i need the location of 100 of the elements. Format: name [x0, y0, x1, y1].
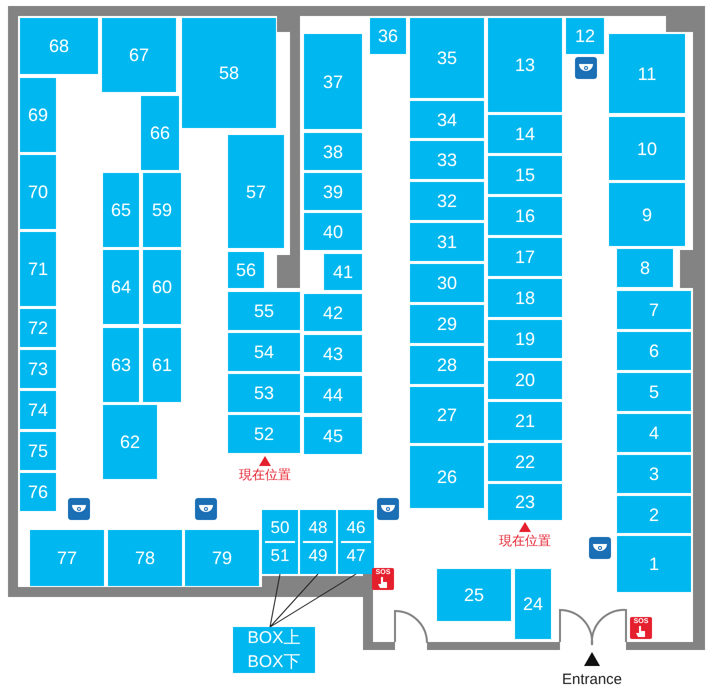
locker-number: 8 [640, 257, 650, 279]
locker-box [20, 473, 56, 511]
locker-box [103, 173, 139, 247]
locker-box [609, 183, 685, 246]
locker-box [143, 173, 181, 247]
key-text: BOX下 [248, 651, 300, 673]
locker-number: 62 [120, 431, 140, 453]
locker-number: 14 [514, 123, 536, 145]
locker-number: 17 [514, 246, 536, 268]
locker-number: 78 [134, 547, 156, 569]
locker-box [304, 34, 362, 129]
locker-number: 68 [48, 35, 70, 57]
locker-number: 7 [648, 299, 659, 321]
locker-number: 19 [514, 328, 536, 350]
locker-box [410, 305, 484, 343]
locker-number: 65 [110, 199, 132, 221]
locker-number: 48 [308, 517, 328, 539]
locker-box [566, 18, 604, 54]
locker-number: 43 [322, 342, 344, 364]
locker-number: 47 [346, 545, 366, 567]
locker-number: 75 [28, 440, 48, 462]
locker-box [143, 328, 181, 402]
locker-box [20, 232, 56, 306]
locker-number: 74 [28, 399, 48, 421]
locker-number: 30 [436, 272, 458, 294]
locker-number: 34 [436, 108, 458, 130]
locker-number: 39 [322, 180, 344, 202]
locker-box [609, 34, 685, 113]
locker-box [488, 443, 562, 481]
locker-number: 56 [236, 259, 256, 281]
locker-box [488, 238, 562, 276]
locker-number: 11 [638, 62, 656, 84]
locker-box [103, 250, 139, 324]
locker-box [228, 252, 264, 288]
locker-box [617, 332, 691, 370]
locker-number: 1 [648, 553, 659, 575]
locker-number: 70 [28, 181, 48, 203]
locker-box [143, 250, 181, 324]
locker-box [20, 309, 56, 347]
locker-box [488, 279, 562, 317]
locker-box [108, 530, 182, 586]
locker-box [30, 530, 104, 586]
locker-box [370, 18, 406, 54]
current-location-label: 現在位置 [499, 533, 551, 549]
locker-box [304, 294, 362, 331]
locker-number: 76 [28, 481, 48, 503]
locker-box [20, 18, 98, 74]
locker-number: 60 [152, 276, 172, 298]
locker-box [304, 335, 362, 372]
locker-box [488, 402, 562, 440]
locker-box [488, 361, 562, 399]
locker-number: 40 [322, 220, 344, 242]
locker-number: 42 [322, 302, 344, 324]
locker-box [410, 182, 484, 220]
locker-number: 31 [436, 231, 458, 253]
current-location-label: 現在位置 [239, 467, 291, 483]
locker-box [228, 292, 300, 330]
locker-box [304, 417, 362, 454]
locker-box [488, 320, 562, 358]
locker-number: 2 [648, 504, 659, 526]
locker-box [300, 510, 336, 574]
leader-line [270, 574, 318, 628]
locker-box [617, 373, 691, 411]
locker-number: 12 [574, 25, 596, 47]
locker-box [515, 569, 551, 639]
locker-number: 4 [648, 422, 659, 444]
locker-box [410, 387, 484, 443]
entrance-label: Entrance [562, 671, 622, 689]
key-text: BOX上 [248, 627, 300, 649]
locker-number: 27 [436, 404, 458, 426]
locker-box [410, 18, 484, 98]
locker-box [410, 223, 484, 261]
locker-number: 63 [110, 354, 132, 376]
locker-box [324, 254, 362, 290]
locker-box [410, 346, 484, 384]
locker-box [410, 264, 484, 302]
locker-number: 28 [436, 354, 458, 376]
locker-box [185, 530, 259, 586]
locker-number: 25 [464, 584, 484, 606]
locker-number: 41 [332, 261, 354, 283]
locker-number: 5 [648, 381, 659, 403]
locker-number: 55 [254, 300, 274, 322]
locker-box [488, 156, 562, 194]
leader-line [270, 574, 356, 628]
locker-number: 73 [28, 358, 48, 380]
locker-number: 32 [436, 190, 458, 212]
locker-number: 16 [514, 205, 536, 227]
locker-number: 77 [56, 547, 78, 569]
locker-box [103, 405, 157, 479]
locker-box [617, 536, 691, 592]
locker-box [304, 173, 362, 210]
locker-number: 21 [514, 410, 536, 432]
locker-number: 67 [128, 44, 150, 66]
locker-box [262, 510, 298, 574]
locker-box [410, 141, 484, 179]
locker-box [20, 391, 56, 429]
locker-box [617, 455, 691, 493]
locker-number: 38 [322, 140, 344, 162]
locker-number: 59 [152, 199, 172, 221]
locker-number: 22 [514, 451, 536, 473]
